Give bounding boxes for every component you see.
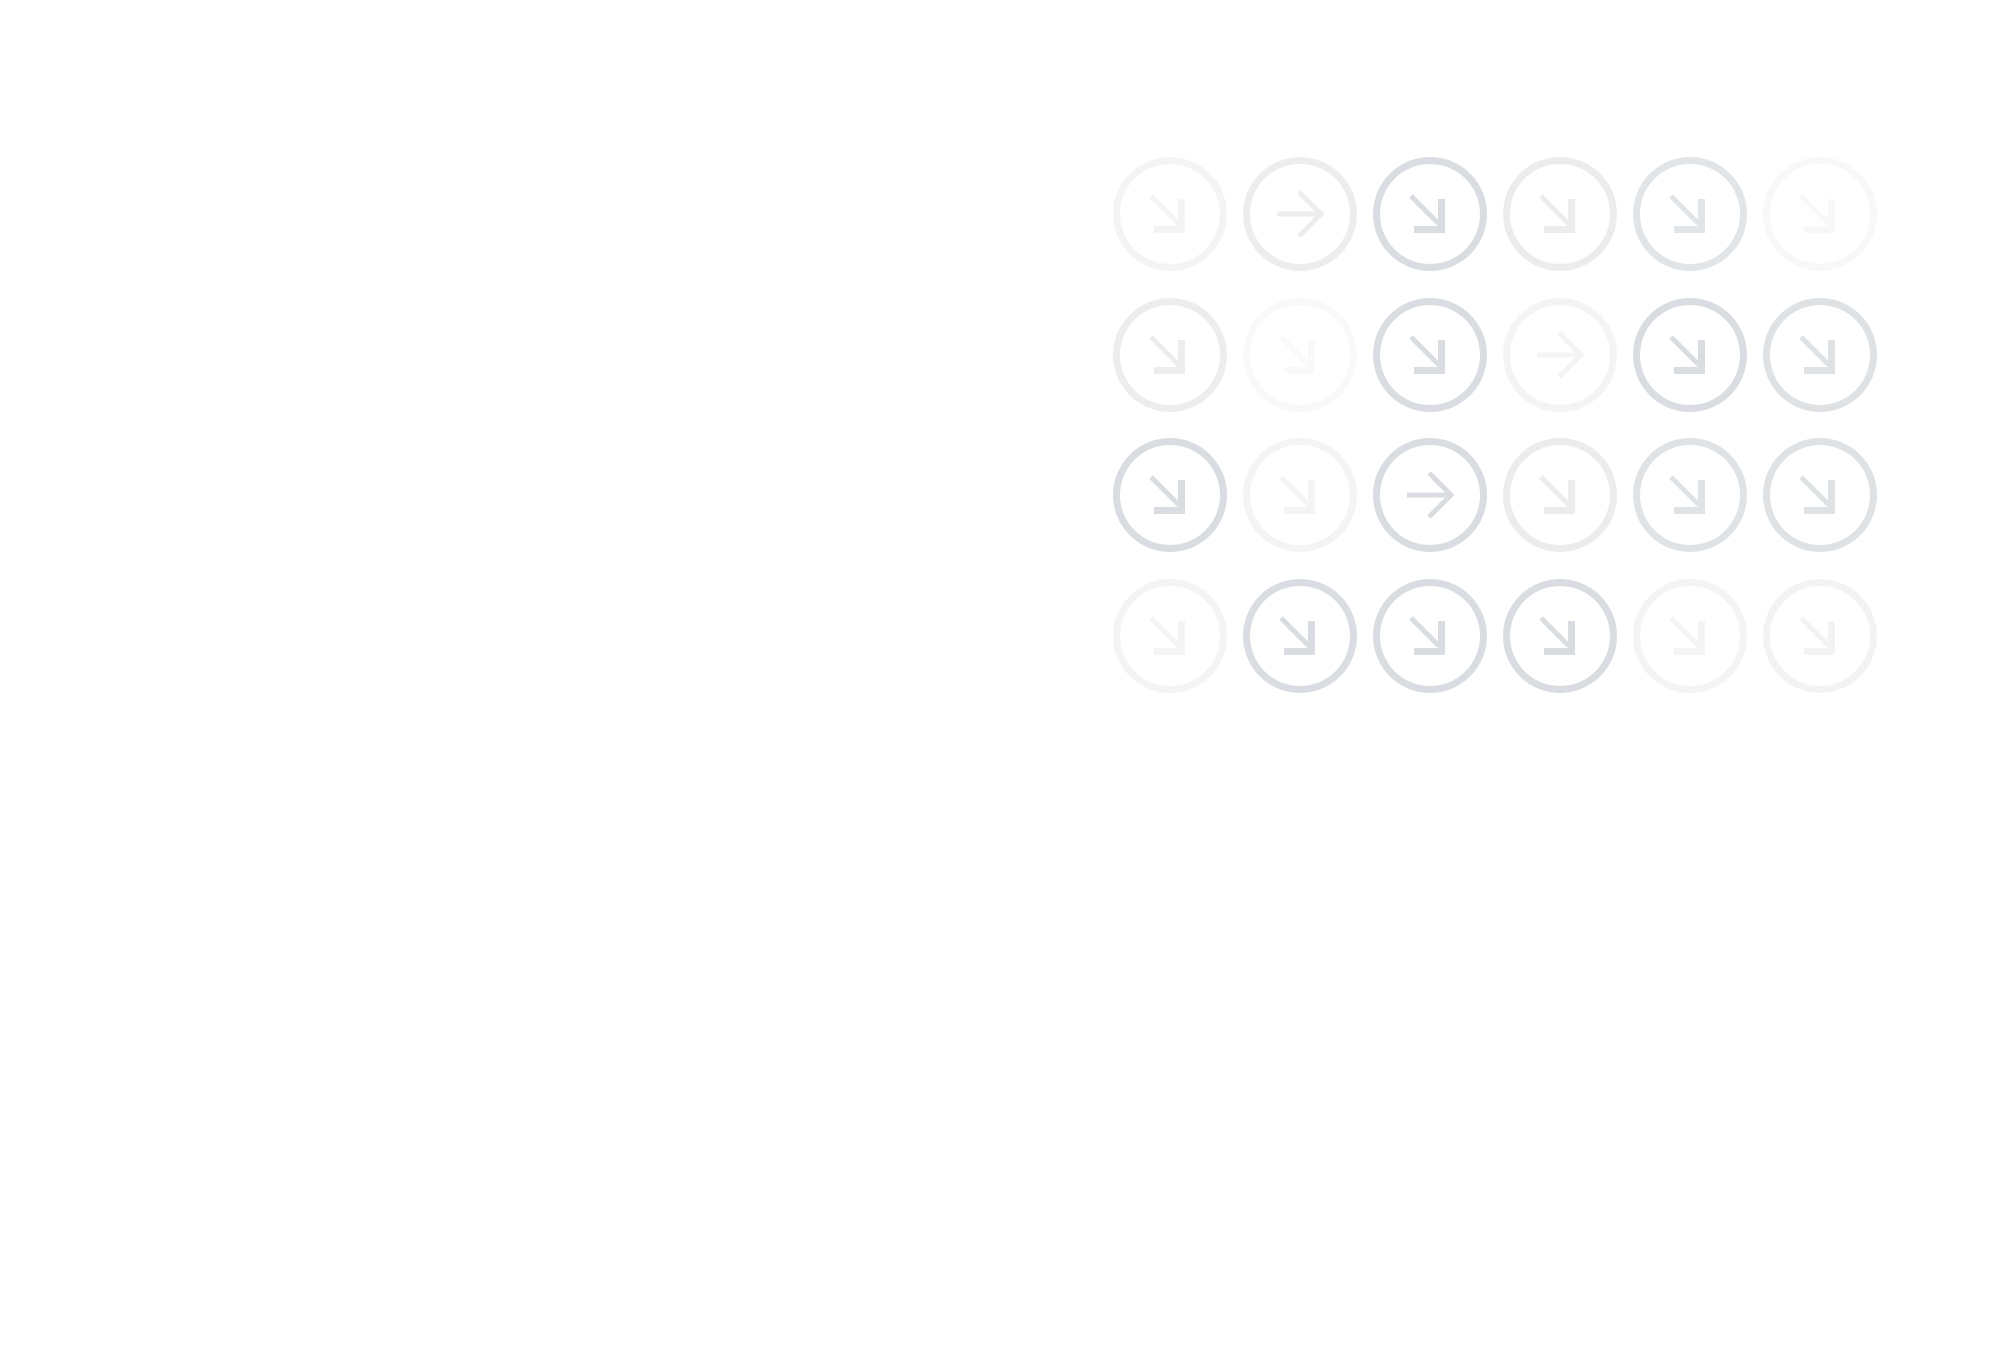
arrow-down-right-circle-icon[interactable] [1370,295,1490,415]
arrow-down-right-circle-icon[interactable] [1760,295,1880,415]
arrow-down-right-circle-icon[interactable] [1630,435,1750,555]
arrow-down-right-circle-icon[interactable] [1110,295,1230,415]
arrow-right-circle-icon[interactable] [1370,435,1490,555]
arrow-down-right-circle-icon[interactable] [1240,435,1360,555]
arrow-down-right-circle-icon[interactable] [1630,154,1750,274]
arrow-down-right-circle-icon[interactable] [1760,154,1880,274]
arrow-down-right-circle-icon[interactable] [1630,576,1750,696]
arrow-down-right-circle-icon[interactable] [1760,576,1880,696]
arrow-right-circle-icon[interactable] [1500,295,1620,415]
arrow-down-right-circle-icon[interactable] [1110,435,1230,555]
arrow-down-right-circle-icon[interactable] [1110,154,1230,274]
arrow-down-right-circle-icon[interactable] [1110,576,1230,696]
arrow-down-right-circle-icon[interactable] [1500,435,1620,555]
arrow-icon-grid [1110,154,1890,694]
arrow-right-circle-icon[interactable] [1240,154,1360,274]
arrow-down-right-circle-icon[interactable] [1500,576,1620,696]
arrow-down-right-circle-icon[interactable] [1370,576,1490,696]
arrow-down-right-circle-icon[interactable] [1630,295,1750,415]
arrow-down-right-circle-icon[interactable] [1760,435,1880,555]
arrow-down-right-circle-icon[interactable] [1500,154,1620,274]
arrow-down-right-circle-icon[interactable] [1370,154,1490,274]
arrow-down-right-circle-icon[interactable] [1240,295,1360,415]
arrow-down-right-circle-icon[interactable] [1240,576,1360,696]
